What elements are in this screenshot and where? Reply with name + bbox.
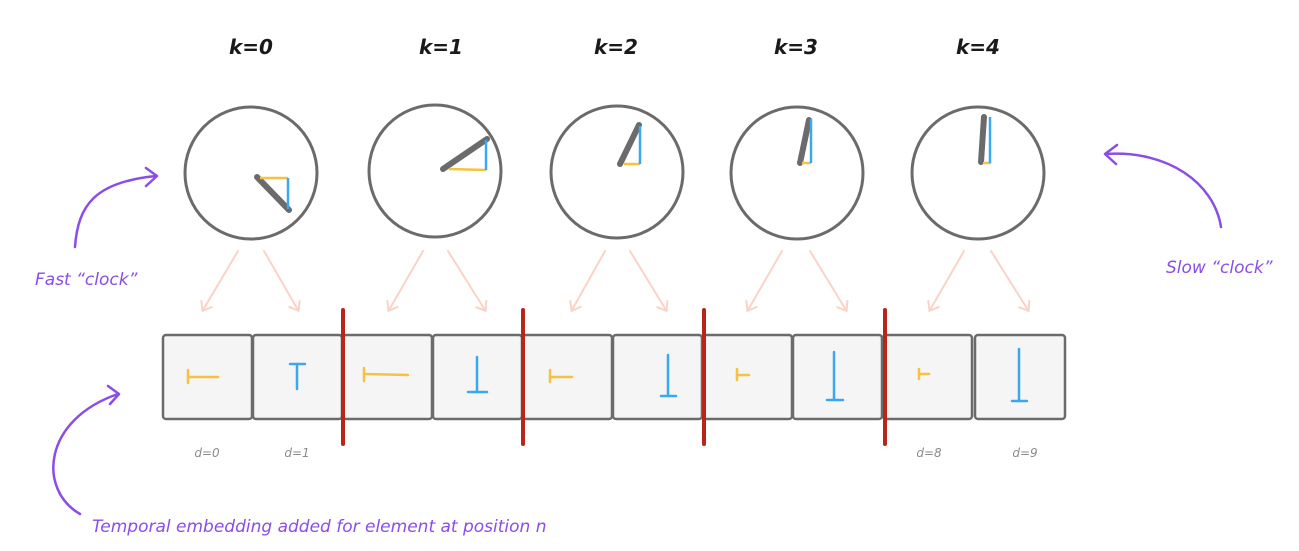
slow-clock-label: Slow “clock” xyxy=(1166,258,1273,278)
arrow xyxy=(569,250,606,313)
arrow xyxy=(200,250,239,313)
fast-clock-arrow xyxy=(73,166,159,249)
clock-label: k=4 xyxy=(956,35,1000,59)
clock-face xyxy=(910,105,1046,241)
horizontal-glyph xyxy=(186,368,220,385)
embedding-cell xyxy=(341,333,434,421)
horizontal-glyph xyxy=(548,368,574,384)
horizontal-glyph xyxy=(917,367,931,381)
clock-face xyxy=(729,105,865,241)
arrow xyxy=(927,250,965,313)
arrows xyxy=(200,250,1031,313)
embedding-vector xyxy=(161,333,1067,421)
temporal-embedding-arrow xyxy=(52,384,121,516)
vertical-glyph xyxy=(288,362,307,391)
arrow xyxy=(447,250,488,313)
clock-hand xyxy=(254,174,292,213)
clock-label: k=2 xyxy=(594,35,638,59)
clock xyxy=(729,105,865,241)
arrow xyxy=(263,250,301,313)
clock-label: k=3 xyxy=(774,35,818,59)
dimension-label: d=9 xyxy=(1012,446,1037,460)
embedding-cell xyxy=(701,333,794,421)
clock-face xyxy=(549,104,685,240)
arrow xyxy=(386,250,424,313)
fast-clock-label: Fast “clock” xyxy=(35,270,138,290)
embedding-cell xyxy=(881,333,974,421)
clock xyxy=(910,105,1046,241)
arrow xyxy=(990,250,1031,313)
vertical-glyph xyxy=(466,355,489,394)
horizontal-glyph xyxy=(362,366,410,383)
clock xyxy=(549,104,685,240)
horizontal-component xyxy=(448,167,487,172)
clock xyxy=(183,105,319,241)
vertical-glyph xyxy=(825,350,845,402)
slow-clock-arrow xyxy=(1103,143,1223,229)
pair-separators xyxy=(341,308,887,446)
clock-hand xyxy=(797,117,812,166)
dimension-label: d=0 xyxy=(194,446,220,460)
embedding-cell xyxy=(791,333,884,421)
horizontal-glyph xyxy=(735,367,751,382)
clock-hand xyxy=(440,136,490,172)
clock-label: k=0 xyxy=(229,35,273,59)
clock-label: k=1 xyxy=(419,35,463,59)
arrow xyxy=(629,250,669,313)
dimension-label: d=8 xyxy=(916,446,942,460)
clock-face xyxy=(183,105,319,241)
vertical-glyph xyxy=(1010,347,1029,403)
clock-hand xyxy=(978,114,987,165)
clock-face xyxy=(367,103,503,239)
arrow xyxy=(809,250,849,313)
clock-hand xyxy=(617,122,642,167)
temporal-embedding-label: Temporal embedding added for element at … xyxy=(92,517,547,537)
arrow xyxy=(745,250,783,313)
vertical-glyph xyxy=(659,353,678,398)
embedding-cell xyxy=(611,333,704,421)
clock xyxy=(367,103,503,239)
dimension-label: d=1 xyxy=(284,446,309,460)
